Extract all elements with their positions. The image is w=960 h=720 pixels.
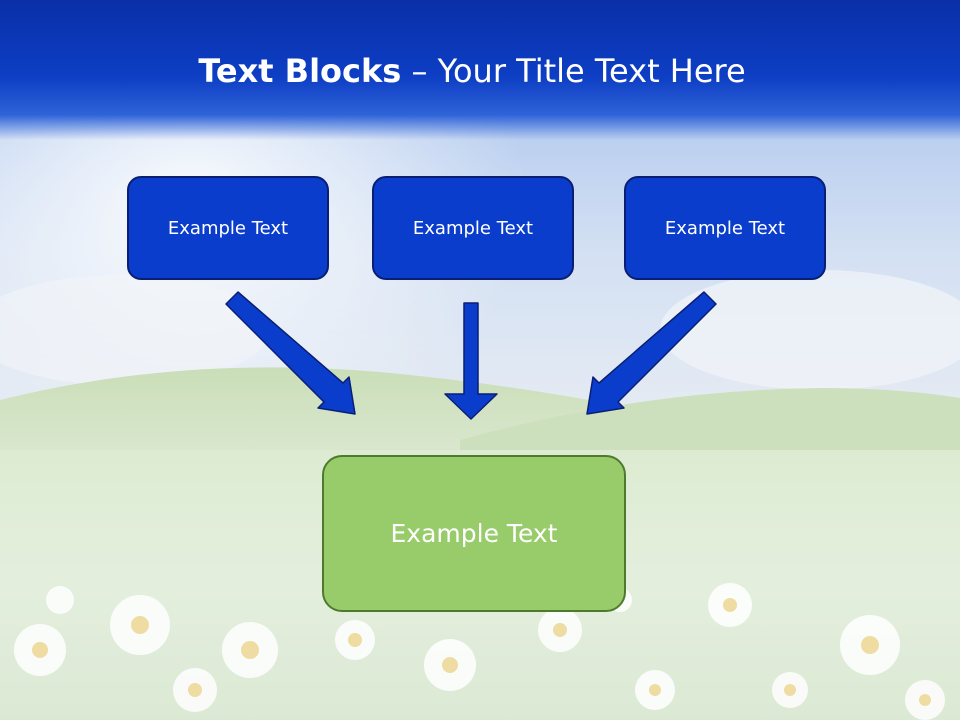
arrow-down-icon — [444, 302, 498, 420]
text-block-3-label: Example Text — [664, 217, 786, 239]
text-block-1-label: Example Text — [167, 217, 289, 239]
target-block-label: Example Text — [390, 519, 558, 548]
title-bar — [0, 0, 960, 140]
slide-title: Text Blocks – Your Title Text Here — [0, 52, 944, 90]
title-dash: – — [401, 52, 438, 90]
arrow-right-icon — [586, 291, 717, 415]
text-block-2-label: Example Text — [412, 217, 534, 239]
title-regular-part: Your Title Text Here — [437, 52, 746, 90]
arrow-left-icon — [225, 291, 356, 415]
title-bold-part: Text Blocks — [198, 52, 402, 90]
text-block-2: Example Text — [372, 176, 574, 280]
text-block-3: Example Text — [624, 176, 826, 280]
target-block: Example Text — [322, 455, 626, 612]
text-block-1: Example Text — [127, 176, 329, 280]
